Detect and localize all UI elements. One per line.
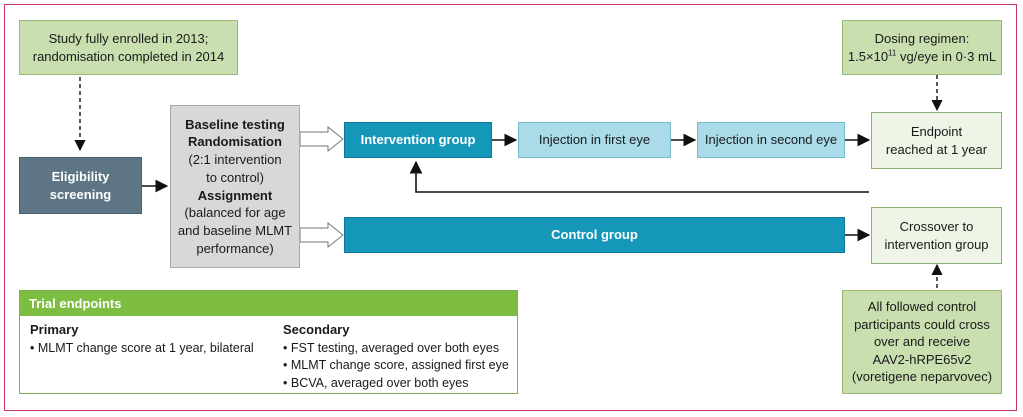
- figure-frame: [4, 4, 1017, 411]
- primary-list: MLMT change score at 1 year, bilateral: [30, 340, 270, 358]
- assignment-heading: Assignment: [197, 187, 273, 203]
- injection-second-eye-label: Injection in second eye: [704, 132, 838, 148]
- injection-first-eye-label: Injection in first eye: [538, 132, 651, 148]
- eligibility-label-line1: Eligibility: [51, 168, 110, 184]
- injection-second-eye-box: Injection in second eye: [697, 122, 845, 158]
- control-group-label: Control group: [551, 227, 638, 243]
- control-group-box: Control group: [344, 217, 845, 253]
- endpoint-box: Endpoint reached at 1 year: [871, 112, 1002, 169]
- trial-endpoints-panel: Trial endpoints Primary MLMT change scor…: [19, 290, 518, 394]
- enrollment-note: Study fully enrolled in 2013; randomisat…: [19, 20, 238, 75]
- crossover-note-line4: AAV2-hRPE65v2: [872, 351, 972, 367]
- injection-first-eye-box: Injection in first eye: [518, 122, 671, 158]
- eligibility-screening-box: Eligibility screening: [19, 157, 142, 214]
- primary-heading: Primary: [30, 322, 79, 337]
- assignment-detail-line3: performance): [196, 240, 274, 256]
- crossover-note-line3: over and receive: [873, 334, 971, 350]
- randomisation-detail-line2: to control): [206, 169, 264, 185]
- randomisation-detail-line1: (2:1 intervention: [188, 152, 282, 168]
- eligibility-label-line2: screening: [49, 186, 112, 202]
- endpoint-line1: Endpoint: [910, 123, 963, 139]
- baseline-randomisation-box: Baseline testing Randomisation (2:1 inte…: [170, 105, 300, 268]
- secondary-list: FST testing, averaged over both eyes MLM…: [283, 340, 515, 393]
- arrow-crossover-to-intervention: [409, 160, 869, 193]
- intervention-group-box: Intervention group: [344, 122, 492, 158]
- hollow-arrow-to-control: [299, 221, 344, 249]
- primary-endpoints: Primary MLMT change score at 1 year, bil…: [30, 321, 270, 357]
- secondary-item: FST testing, averaged over both eyes: [283, 340, 515, 358]
- crossover-eligibility-note: All followed control participants could …: [842, 290, 1002, 394]
- secondary-endpoints: Secondary FST testing, averaged over bot…: [283, 321, 515, 392]
- enrollment-note-line2: randomisation completed in 2014: [32, 48, 225, 64]
- secondary-heading: Secondary: [283, 322, 350, 337]
- assignment-detail-line2: and baseline MLMT: [177, 222, 293, 238]
- assignment-detail-line1: (balanced for age: [184, 205, 286, 221]
- intervention-group-label: Intervention group: [360, 132, 476, 148]
- crossover-note-line1: All followed control: [867, 299, 977, 315]
- trial-endpoints-title: Trial endpoints: [20, 291, 517, 316]
- primary-item: MLMT change score at 1 year, bilateral: [30, 340, 270, 358]
- dosing-regimen-dose: 1.5×1011 vg/eye in 0·3 mL: [847, 48, 997, 64]
- crossover-line2: intervention group: [884, 236, 989, 252]
- endpoint-line2: reached at 1 year: [885, 141, 988, 157]
- randomisation-heading: Randomisation: [188, 134, 282, 150]
- hollow-arrow-to-intervention: [299, 125, 344, 153]
- crossover-box: Crossover to intervention group: [871, 207, 1002, 264]
- crossover-note-line2: participants could cross: [854, 316, 990, 332]
- crossover-line1: Crossover to: [899, 218, 974, 234]
- secondary-item: MLMT change score, assigned first eye: [283, 357, 515, 375]
- dosing-regimen-note: Dosing regimen: 1.5×1011 vg/eye in 0·3 m…: [842, 20, 1002, 75]
- dosing-regimen-title: Dosing regimen:: [874, 30, 970, 46]
- enrollment-note-line1: Study fully enrolled in 2013;: [48, 30, 209, 46]
- crossover-note-line5: (voretigene neparvovec): [851, 369, 993, 385]
- secondary-item: BCVA, averaged over both eyes: [283, 375, 515, 393]
- baseline-testing-heading: Baseline testing: [185, 116, 285, 132]
